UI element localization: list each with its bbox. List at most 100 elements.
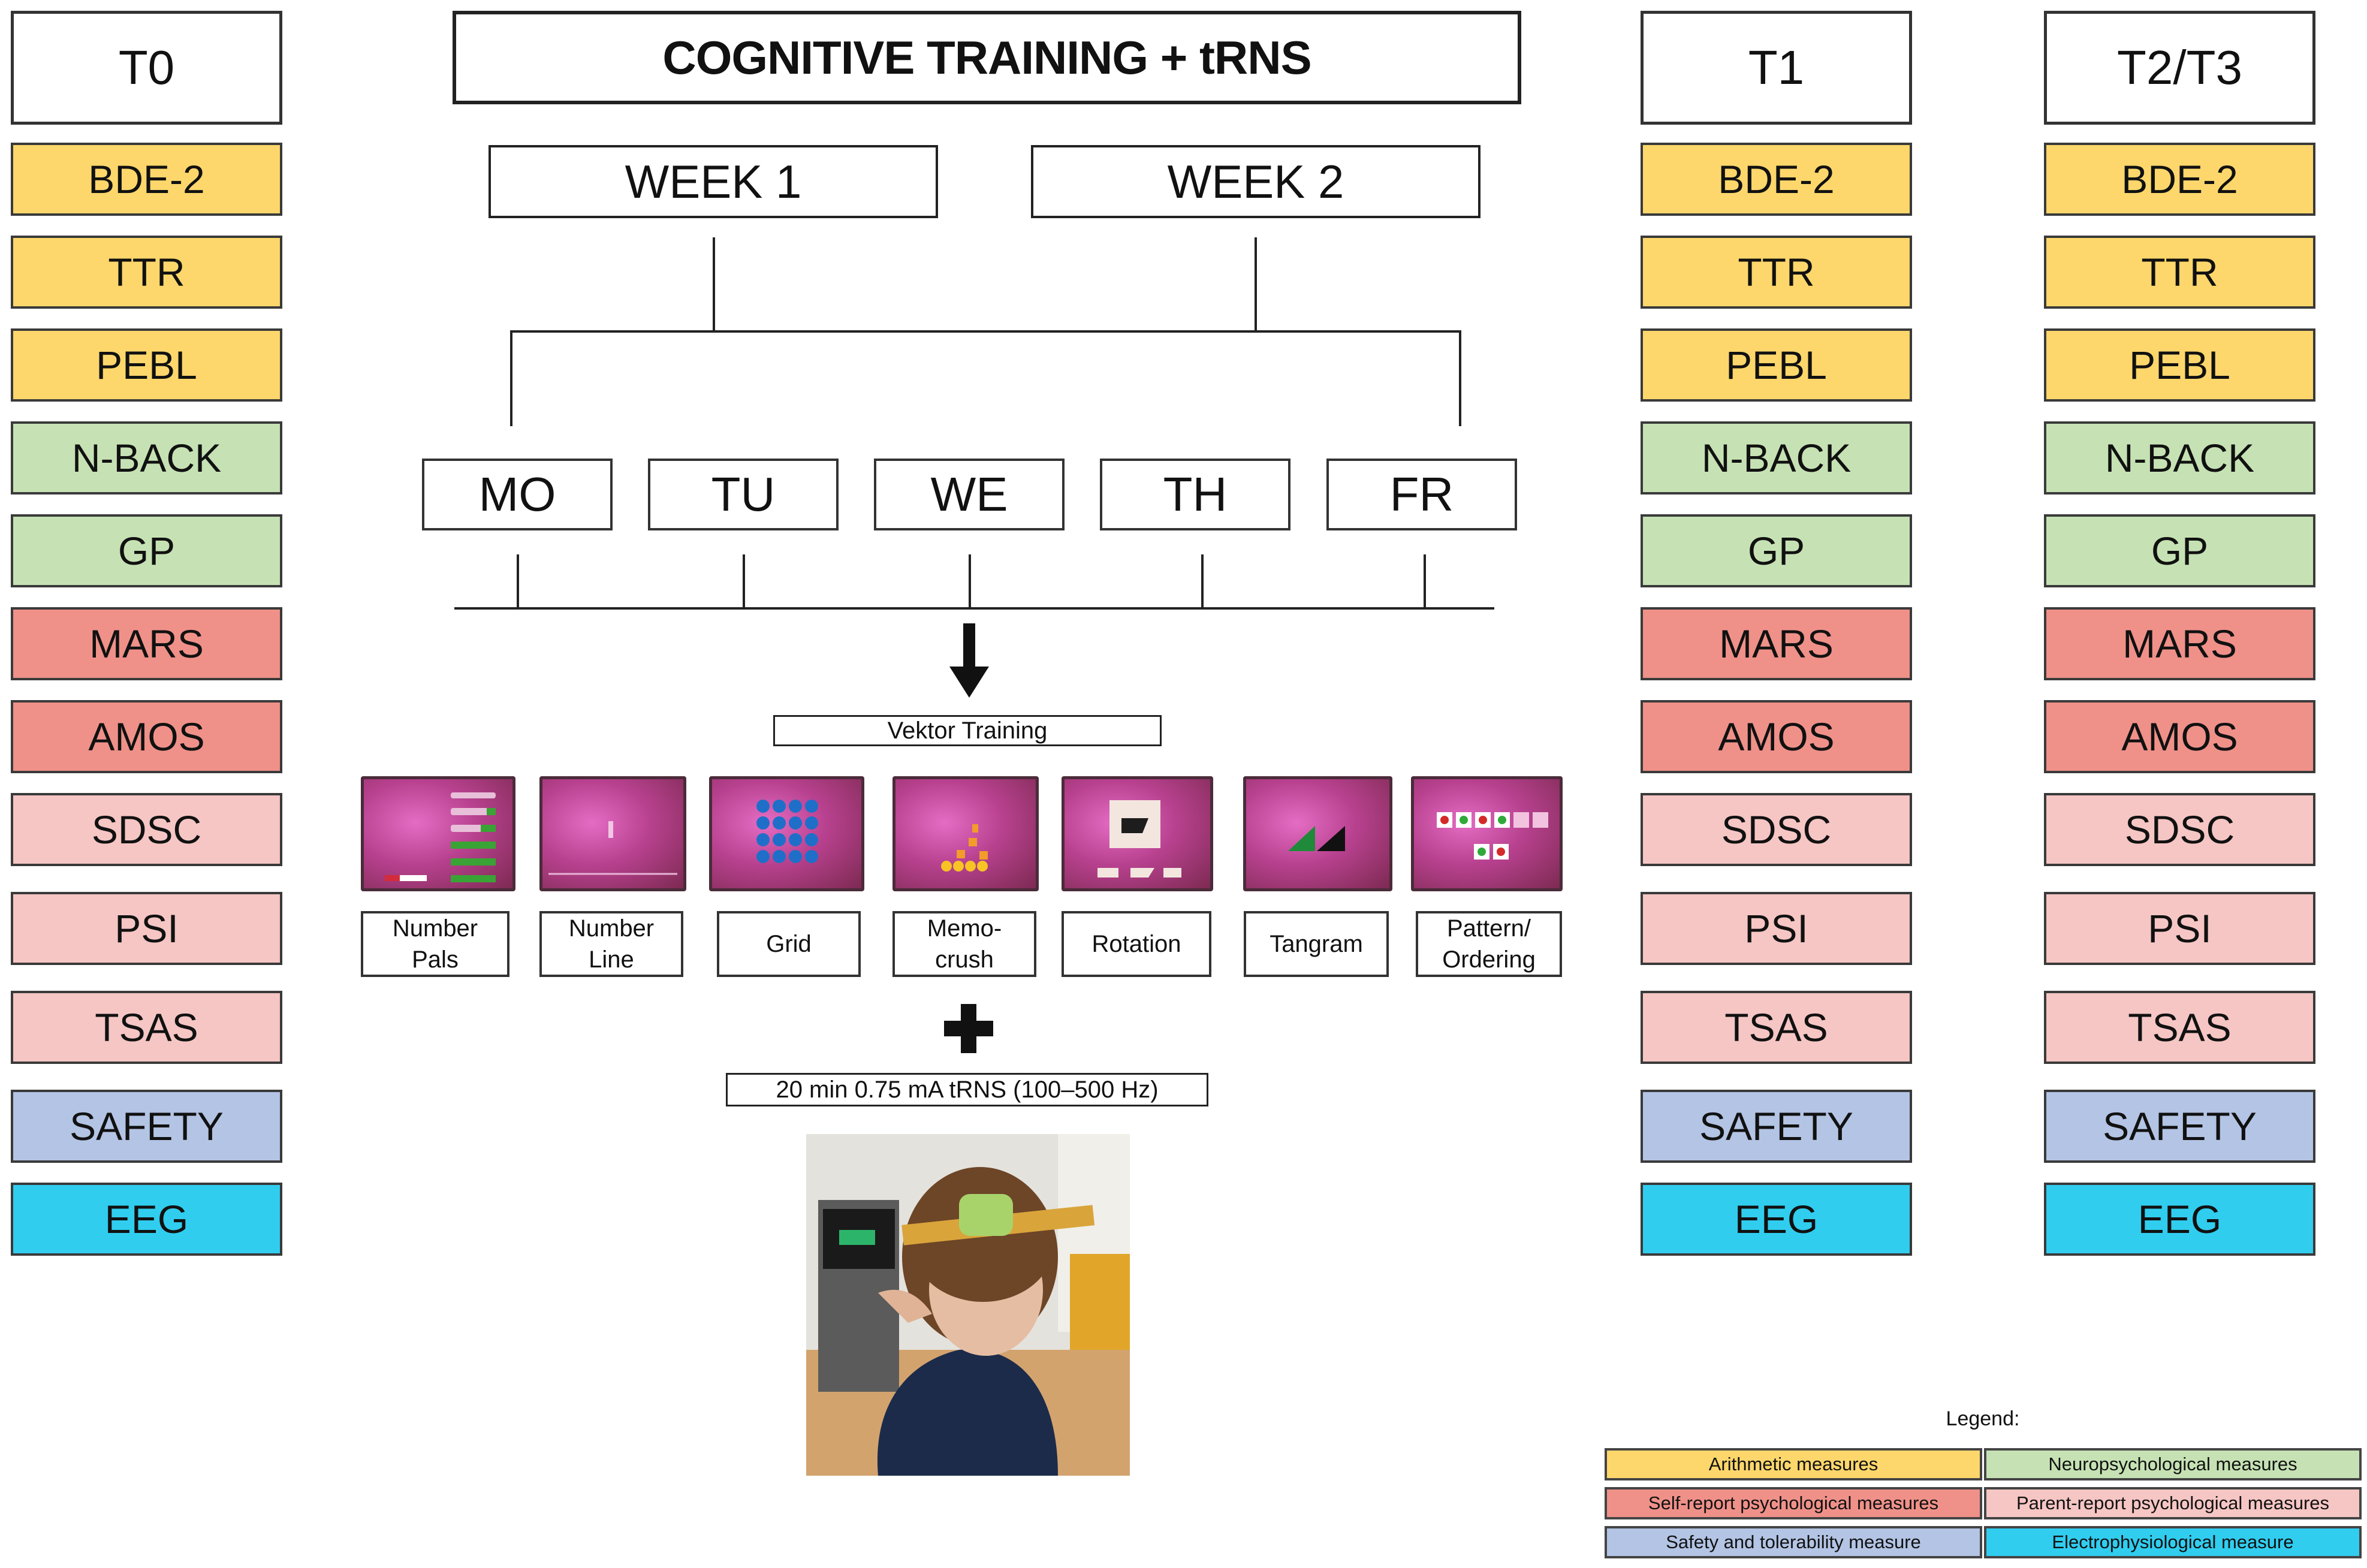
day-fr: FR xyxy=(1326,459,1517,530)
day-we: WE xyxy=(874,459,1065,530)
day-timeline xyxy=(454,607,1494,610)
measure-ttr: TTR xyxy=(11,236,282,309)
day-tick-tu xyxy=(743,554,745,610)
measure-bde-2: BDE-2 xyxy=(11,143,282,216)
grid-dot xyxy=(773,816,786,830)
measure-pebl: PEBL xyxy=(2044,328,2315,402)
measure-sdsc: SDSC xyxy=(2044,793,2315,866)
timepoint-t23-header: T2/T3 xyxy=(2044,11,2315,125)
legend-item-safety: Safety and tolerability measure xyxy=(1605,1526,1982,1558)
measure-psi: PSI xyxy=(1641,892,1912,965)
measure-amos: AMOS xyxy=(1641,700,1912,773)
measure-tsas: TSAS xyxy=(11,991,282,1064)
grid-dot xyxy=(773,833,786,846)
grid-dot xyxy=(773,850,786,863)
grid-dot xyxy=(756,833,770,846)
measure-psi: PSI xyxy=(2044,892,2315,965)
measure-gp: GP xyxy=(11,514,282,587)
measure-amos: AMOS xyxy=(11,700,282,773)
week-bracket xyxy=(510,330,1461,333)
day-tick-th xyxy=(1201,554,1204,610)
grid-dot xyxy=(805,816,818,830)
grid-dot xyxy=(789,816,802,830)
game-label-number-pals: Number Pals xyxy=(361,911,509,977)
game-label-memocrush: Memo- crush xyxy=(892,911,1036,977)
legend-item-self-report: Self-report psychological measures xyxy=(1605,1487,1982,1519)
measure-tsas: TSAS xyxy=(2044,991,2315,1064)
week-2-box: WEEK 2 xyxy=(1031,145,1480,218)
measure-pebl: PEBL xyxy=(11,328,282,402)
measure-mars: MARS xyxy=(1641,607,1912,680)
game-thumb-rotation xyxy=(1062,776,1213,891)
game-label-tangram: Tangram xyxy=(1244,911,1389,977)
measure-eeg: EEG xyxy=(11,1183,282,1256)
measure-pebl: PEBL xyxy=(1641,328,1912,402)
bracket-right-drop xyxy=(1459,330,1461,426)
measure-eeg: EEG xyxy=(2044,1183,2315,1256)
game-thumb-pattern-ordering xyxy=(1411,776,1563,891)
measure-safety: SAFETY xyxy=(11,1090,282,1163)
week-2-stem xyxy=(1255,237,1257,331)
measure-bde-2: BDE-2 xyxy=(1641,143,1912,216)
bracket-left-drop xyxy=(510,330,512,426)
legend-title: Legend: xyxy=(1946,1407,2020,1430)
participant-photo xyxy=(806,1134,1130,1476)
down-arrow-icon xyxy=(949,623,989,698)
day-th: TH xyxy=(1100,459,1290,530)
day-mo: MO xyxy=(422,459,613,530)
timepoint-t0-header: T0 xyxy=(11,11,282,125)
legend-item-neuropsychological: Neuropsychological measures xyxy=(1984,1448,2362,1480)
measure-mars: MARS xyxy=(2044,607,2315,680)
game-thumb-grid xyxy=(709,776,864,891)
measure-tsas: TSAS xyxy=(1641,991,1912,1064)
legend-item-parent-report: Parent-report psychological measures xyxy=(1984,1487,2362,1519)
game-label-grid: Grid xyxy=(717,911,861,977)
grid-dot xyxy=(756,800,770,813)
grid-dot xyxy=(773,800,786,813)
measure-ttr: TTR xyxy=(1641,236,1912,309)
week-1-box: WEEK 1 xyxy=(489,145,938,218)
day-tu: TU xyxy=(648,459,839,530)
measure-safety: SAFETY xyxy=(2044,1090,2315,1163)
stimulation-label: 20 min 0.75 mA tRNS (100–500 Hz) xyxy=(726,1073,1208,1106)
measure-gp: GP xyxy=(2044,514,2315,587)
week-1-stem xyxy=(713,237,715,331)
grid-dot xyxy=(789,850,802,863)
grid-dot xyxy=(789,833,802,846)
grid-dot xyxy=(805,833,818,846)
game-label-number-line: Number Line xyxy=(539,911,683,977)
game-label-rotation: Rotation xyxy=(1062,911,1211,977)
measure-sdsc: SDSC xyxy=(1641,793,1912,866)
plus-icon xyxy=(944,1004,993,1053)
timepoint-t1-header: T1 xyxy=(1641,11,1912,125)
measure-n-back: N-BACK xyxy=(2044,421,2315,494)
grid-dot xyxy=(756,816,770,830)
game-thumb-memocrush xyxy=(892,776,1039,891)
grid-dot xyxy=(789,800,802,813)
grid-dot xyxy=(756,850,770,863)
vektor-training-label: Vektor Training xyxy=(773,715,1162,746)
measure-bde-2: BDE-2 xyxy=(2044,143,2315,216)
day-tick-mo xyxy=(517,554,519,610)
grid-dot xyxy=(805,850,818,863)
measure-n-back: N-BACK xyxy=(1641,421,1912,494)
game-thumb-number-line xyxy=(539,776,686,891)
measure-mars: MARS xyxy=(11,607,282,680)
measure-gp: GP xyxy=(1641,514,1912,587)
legend-item-arithmetic: Arithmetic measures xyxy=(1605,1448,1982,1480)
game-thumb-tangram xyxy=(1243,776,1392,891)
measure-n-back: N-BACK xyxy=(11,421,282,494)
measure-ttr: TTR xyxy=(2044,236,2315,309)
training-title: COGNITIVE TRAINING + tRNS xyxy=(453,11,1521,104)
day-tick-fr xyxy=(1424,554,1426,610)
day-tick-we xyxy=(969,554,971,610)
measure-eeg: EEG xyxy=(1641,1183,1912,1256)
measure-sdsc: SDSC xyxy=(11,793,282,866)
game-label-pattern-ordering: Pattern/ Ordering xyxy=(1416,911,1562,977)
grid-dot xyxy=(805,800,818,813)
game-thumb-number-pals xyxy=(361,776,515,891)
measure-amos: AMOS xyxy=(2044,700,2315,773)
